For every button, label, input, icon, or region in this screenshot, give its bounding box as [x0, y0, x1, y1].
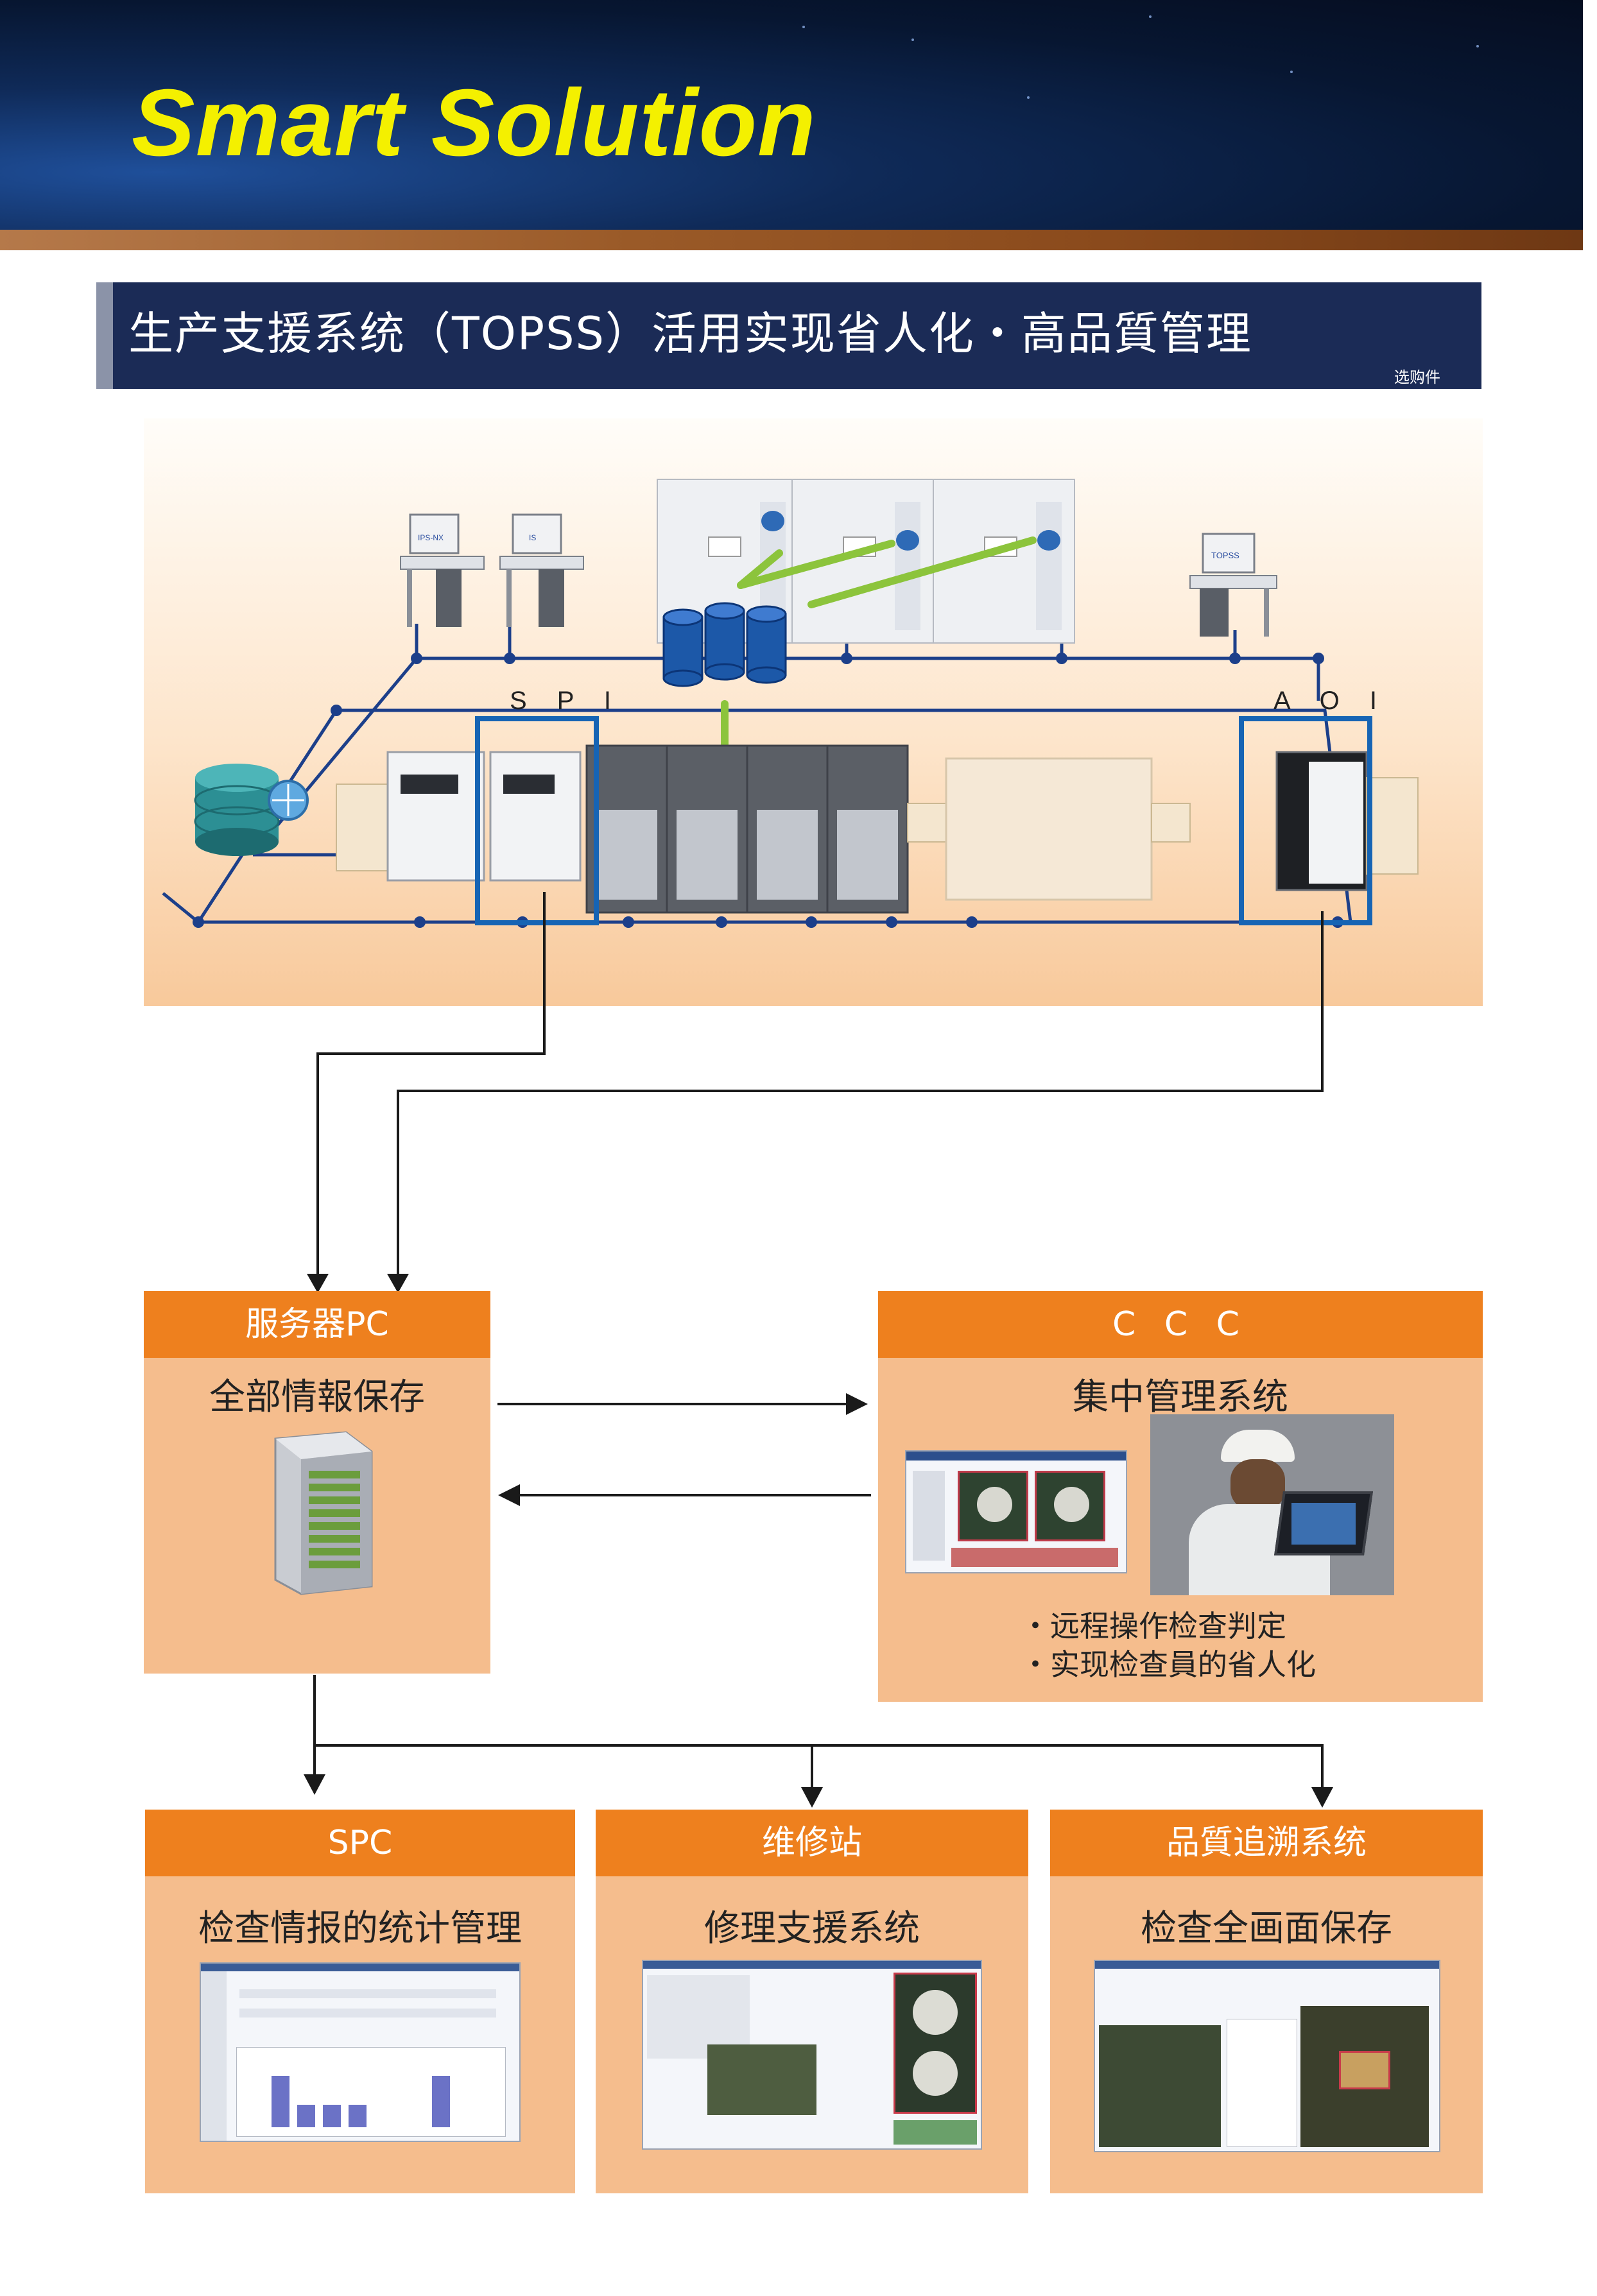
header-stripe: [0, 230, 1583, 250]
page-title: Smart Solution: [132, 70, 816, 176]
database-icon: [194, 764, 309, 856]
server-pc-subtitle: 全部情報保存: [209, 1376, 425, 1418]
aoi-label: A O I: [1273, 687, 1388, 715]
repair-station-subtitle: 修理支援系统: [704, 1908, 920, 1949]
workstation-topss: [1189, 533, 1277, 637]
workstation-is: [499, 513, 584, 627]
workstation-label-ips-nx: IPS-NX: [418, 533, 444, 542]
aoi-frame: [1239, 716, 1372, 925]
production-line: [336, 744, 1419, 914]
workstation-label-is: IS: [529, 533, 536, 542]
repair-station-box: 维修站 修理支援系统: [596, 1810, 1028, 2193]
ccc-subtitle: 集中管理系统: [1073, 1376, 1288, 1418]
spi-label: S P I: [510, 687, 623, 715]
ccc-box: C C C 集中管理系统 ・远程操作检查判定 ・实现检查員的省人化: [878, 1291, 1483, 1702]
header-banner: [0, 0, 1583, 230]
trace-screen-thumbnail: [1094, 1960, 1440, 2152]
quality-trace-box: 品質追溯系统 检查全画面保存: [1050, 1810, 1483, 2193]
server-pc-header: 服务器PC: [144, 1291, 490, 1358]
ccc-bullet-saving: ・实现检查員的省人化: [1021, 1647, 1316, 1682]
repair-screen-thumbnail: [642, 1960, 982, 2150]
spc-screen-thumbnail: [200, 1962, 521, 2142]
server-tower-icon: [274, 1431, 373, 1595]
spi-frame: [475, 716, 599, 925]
ccc-screen-thumbnail: [905, 1450, 1127, 1573]
repair-station-header: 维修站: [596, 1810, 1028, 1876]
spc-subtitle: 检查情报的统计管理: [198, 1908, 522, 1949]
section-note: 选购件: [1394, 368, 1440, 386]
ccc-header: C C C: [878, 1291, 1483, 1358]
workstation-label-topss: TOPSS: [1211, 551, 1239, 560]
ccc-bullet-list: ・远程操作检查判定 ・实现检查員的省人化: [1021, 1607, 1316, 1684]
section-title-bar: [96, 282, 1481, 389]
ccc-bullet-remote: ・远程操作检查判定: [1021, 1609, 1286, 1643]
reel-stack: [662, 602, 787, 687]
section-title: 生产支援系统（TOPSS）活用实现省人化・高品質管理: [128, 307, 1252, 360]
quality-trace-subtitle: 检查全画面保存: [1141, 1908, 1392, 1949]
factory-illustration: IPS-NX IS TOPSS: [162, 479, 1419, 928]
spc-box: SPC 检查情报的统计管理: [145, 1810, 575, 2193]
quality-trace-header: 品質追溯系统: [1050, 1810, 1483, 1876]
server-pc-box: 服务器PC 全部情報保存: [144, 1291, 490, 1674]
operator-photo: [1150, 1414, 1394, 1595]
spc-header: SPC: [145, 1810, 575, 1876]
workstation-ips-nx: [400, 513, 485, 627]
factory-diagram: IPS-NX IS TOPSS: [144, 418, 1483, 1006]
